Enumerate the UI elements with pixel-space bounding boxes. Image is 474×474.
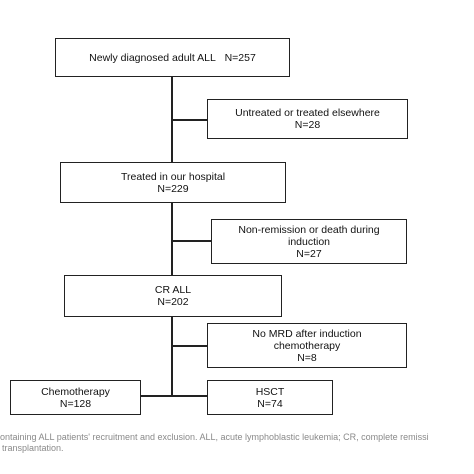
newly-diagnosed-count: N=257 bbox=[224, 51, 256, 64]
untreated-count: N=28 bbox=[294, 119, 321, 131]
box-chemotherapy: Chemotherapy N=128 bbox=[10, 380, 141, 415]
untreated-label: Untreated or treated elsewhere bbox=[235, 107, 380, 119]
non-remission-label-2: induction bbox=[287, 235, 331, 248]
cr-all-count: N=202 bbox=[157, 296, 189, 308]
caption-line-2: transplantation. bbox=[2, 443, 64, 453]
connector-main-mid bbox=[171, 202, 173, 275]
box-hsct: HSCT N=74 bbox=[207, 380, 333, 415]
box-no-mrd: No MRD after induction chemotherapy N=8 bbox=[207, 323, 407, 368]
non-remission-label: Non-remission or death during bbox=[238, 223, 380, 236]
no-mrd-count: N=8 bbox=[297, 351, 317, 364]
treated-label: Treated in our hospital bbox=[120, 170, 226, 183]
connector-to-no-mrd bbox=[171, 345, 207, 347]
hsct-count: N=74 bbox=[257, 397, 283, 410]
connector-to-untreated bbox=[171, 119, 207, 121]
box-untreated: Untreated or treated elsewhere N=28 bbox=[207, 99, 408, 139]
no-mrd-label: No MRD after induction bbox=[252, 327, 362, 340]
box-newly-diagnosed: Newly diagnosed adult ALL N=257 bbox=[55, 38, 290, 77]
box-non-remission: Non-remission or death during induction … bbox=[211, 219, 407, 264]
newly-diagnosed-text: Newly diagnosed adult ALL N=257 bbox=[89, 52, 256, 64]
box-cr-all: CR ALL N=202 bbox=[64, 275, 282, 317]
treated-count: N=229 bbox=[157, 182, 189, 195]
cr-all-label: CR ALL bbox=[154, 284, 192, 296]
caption-line-1: ontaining ALL patients' recruitment and … bbox=[0, 432, 429, 442]
connector-to-non-remission bbox=[171, 240, 211, 242]
connector-to-outcomes bbox=[140, 395, 207, 397]
chemotherapy-label: Chemotherapy bbox=[41, 385, 110, 398]
hsct-label: HSCT bbox=[255, 385, 285, 398]
chemotherapy-count: N=128 bbox=[59, 397, 92, 410]
no-mrd-label-2: chemotherapy bbox=[273, 339, 341, 352]
non-remission-count: N=27 bbox=[296, 247, 322, 260]
box-treated: Treated in our hospital N=229 bbox=[60, 162, 286, 203]
newly-diagnosed-label: Newly diagnosed adult ALL bbox=[89, 51, 216, 64]
figure-caption: ontaining ALL patients' recruitment and … bbox=[0, 432, 474, 454]
connector-main-bottom bbox=[171, 316, 173, 396]
